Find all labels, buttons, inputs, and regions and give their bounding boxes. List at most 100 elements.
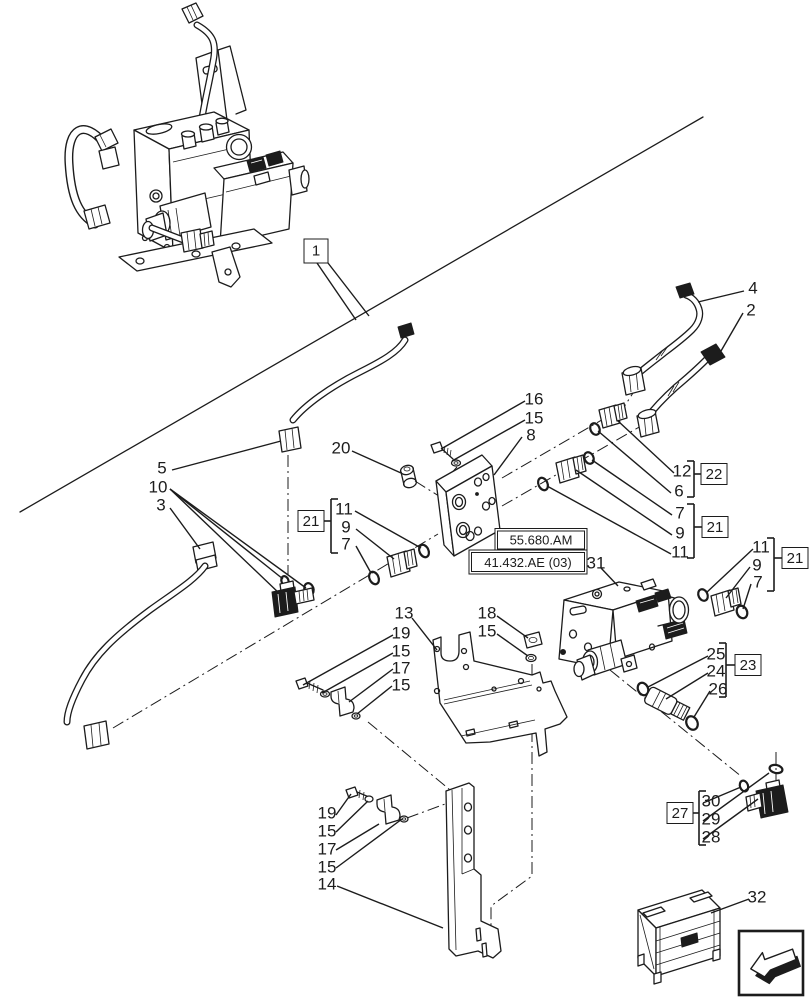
leader-line: [720, 312, 744, 352]
callout-label: 4: [748, 278, 758, 298]
callout-label: 15: [391, 675, 411, 695]
clamp-17-upper-group: [295, 677, 361, 720]
callout-label: 24: [706, 661, 726, 681]
leader-line: [169, 507, 201, 550]
callout-label: 8: [526, 425, 536, 445]
callout-label: 18: [477, 603, 497, 623]
valve-block-31: [558, 578, 690, 681]
section-code-box[interactable]: 41.432.AE (03): [471, 552, 585, 572]
leader-line: [335, 823, 380, 851]
hose-4: [621, 282, 704, 396]
leader-line: [169, 488, 282, 596]
group-ref-box[interactable]: 21: [297, 510, 325, 532]
callout-label: 30: [701, 791, 721, 811]
leader-line: [348, 668, 394, 703]
leader-line: [597, 430, 672, 494]
callout-label: 15: [317, 821, 337, 841]
leader-line: [710, 898, 750, 914]
leader-lines: [169, 262, 783, 929]
leader-line: [725, 566, 751, 599]
tube-5: [278, 322, 415, 453]
callout-label: 28: [701, 827, 721, 847]
direction-arrow-icon: [737, 929, 805, 997]
group-ref-box[interactable]: 23: [734, 654, 762, 676]
leader-line: [493, 436, 523, 476]
leader-line: [171, 440, 282, 471]
callout-label: 11: [752, 537, 770, 557]
leader-line: [702, 786, 742, 804]
callout-label: 3: [156, 495, 166, 515]
callout-label: 16: [524, 389, 544, 409]
callout-label: 15: [317, 857, 337, 877]
callout-label: 25: [706, 644, 726, 664]
leader-line: [355, 528, 395, 560]
leader-line: [335, 800, 369, 833]
callout-label: 9: [341, 517, 351, 537]
callout-label: 29: [701, 809, 721, 829]
leader-line: [546, 485, 672, 555]
fittings-left-group: [367, 543, 431, 586]
group-ref-box[interactable]: 21: [781, 547, 809, 569]
leader-line: [411, 617, 438, 651]
leader-line: [356, 685, 393, 715]
leader-line: [697, 290, 745, 303]
callout-label: 19: [317, 803, 337, 823]
callout-label: 13: [394, 603, 414, 623]
leader-line: [335, 818, 403, 869]
callout-label: 26: [708, 679, 728, 699]
leader-line: [336, 885, 444, 929]
leader-line: [702, 772, 770, 822]
callout-label: 7: [341, 534, 351, 554]
callout-label: 17: [391, 658, 411, 678]
callout-label: 15: [477, 621, 497, 641]
mounting-bracket-13: [432, 631, 568, 757]
callout-label: 2: [746, 300, 756, 320]
callout-label: 9: [675, 523, 685, 543]
nut-18-washer-15: [523, 631, 543, 663]
fittings-right-group: [536, 402, 628, 492]
leader-line: [169, 488, 284, 580]
callout-label: 10: [148, 477, 168, 497]
callout-label: 15: [391, 641, 411, 661]
group-ref-box[interactable]: 27: [666, 802, 694, 824]
leader-line: [496, 633, 529, 657]
section-code-box[interactable]: 55.680.AM: [497, 530, 585, 550]
callout-label: 15: [524, 408, 544, 428]
leader-line: [351, 450, 402, 474]
hose-2: [636, 343, 726, 438]
callout-label: 20: [331, 438, 351, 458]
axis-dash-dot-lines: [112, 392, 777, 943]
assembly-ref-box[interactable]: 1: [303, 238, 329, 264]
callout-label: 11: [671, 542, 689, 562]
group-ref-box[interactable]: 22: [700, 463, 728, 485]
leader-line: [647, 655, 709, 688]
manifold-plate-8: [435, 454, 501, 557]
callout-label: 31: [586, 553, 606, 573]
callout-label: 12: [672, 461, 692, 481]
leader-line: [600, 567, 619, 587]
leader-line: [327, 262, 370, 317]
leader-line: [354, 510, 422, 549]
leader-line: [575, 469, 673, 536]
callout-label: 32: [747, 887, 767, 907]
leader-line: [665, 672, 709, 700]
leader-line: [705, 548, 754, 594]
fittings-far-right-group: [697, 587, 749, 620]
callout-label: 19: [391, 623, 411, 643]
callout-label: 7: [675, 503, 685, 523]
mounting-bracket-14: [445, 782, 502, 959]
group-ref-box[interactable]: 21: [701, 516, 729, 538]
leader-line: [440, 400, 526, 450]
leader-line: [693, 690, 711, 718]
leader-line: [451, 419, 526, 462]
leader-line: [316, 262, 357, 321]
clamp-17-lower-group: [345, 786, 409, 825]
leader-line: [496, 615, 529, 639]
assembly-drawing: [64, 2, 310, 288]
divider-line: [19, 116, 704, 513]
shipping-crate-icon: [637, 889, 721, 985]
callout-label: 14: [317, 874, 337, 894]
callout-label: 17: [317, 839, 337, 859]
callout-label: 5: [157, 458, 167, 478]
